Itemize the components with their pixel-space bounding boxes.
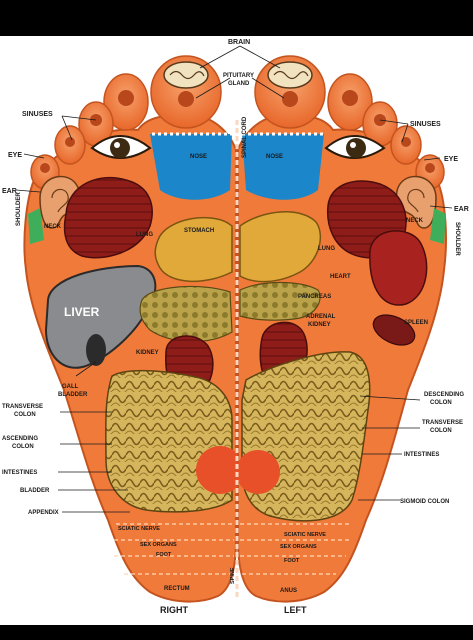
- right-shoulder-zone: [28, 208, 44, 244]
- left-sinus-zone: [242, 134, 324, 200]
- left-toe2-spot: [342, 90, 358, 106]
- right-brain-icon: [163, 61, 209, 89]
- caption-right-foot: RIGHT: [160, 605, 189, 615]
- label-gall-1: GALL: [62, 384, 79, 390]
- label-spine: SPINE: [230, 567, 236, 584]
- label-sex-right: SEX ORGANS: [140, 542, 177, 548]
- label-liver: LIVER: [64, 305, 100, 319]
- label-stomach: STOMACH: [184, 228, 214, 234]
- label-brain: BRAIN: [228, 39, 250, 46]
- label-adrenal-2: KIDNEY: [308, 322, 331, 328]
- label-ear-left: EAR: [454, 206, 469, 213]
- left-brain-icon: [267, 61, 313, 89]
- label-pituitary-1: PITUITARY: [223, 73, 254, 79]
- label-descending-1: DESCENDING: [424, 392, 464, 398]
- label-descending-2: COLON: [430, 400, 452, 406]
- label-sciatic-right: SCIATIC NERVE: [118, 526, 160, 532]
- label-nose-right: NOSE: [190, 154, 207, 160]
- left-pituitary-spot: [282, 91, 298, 107]
- left-spleen-organ: [372, 314, 416, 346]
- right-pituitary-spot: [178, 91, 194, 107]
- label-gall-2: BLADDER: [58, 392, 88, 398]
- label-heart: HEART: [330, 274, 351, 280]
- label-spleen: SPLEEN: [404, 320, 428, 326]
- label-transverse-left-2: COLON: [430, 428, 452, 434]
- right-gallbladder-organ: [86, 334, 106, 366]
- label-adrenal-1: ADRENAL: [306, 314, 336, 320]
- label-pituitary-2: GLAND: [228, 81, 250, 87]
- label-ascending-1: ASCENDING: [2, 436, 38, 442]
- label-nose-left: NOSE: [266, 154, 283, 160]
- right-bladder-zone: [196, 446, 244, 494]
- label-sciatic-left: SCIATIC NERVE: [284, 532, 326, 538]
- left-ear-icon: [396, 175, 437, 229]
- leader-lines: [15, 45, 453, 513]
- label-shoulder-right: SHOULDER: [16, 192, 22, 226]
- label-foot-right: FOOT: [156, 552, 172, 558]
- left-toe5-spot: [425, 163, 435, 173]
- label-lung-left: LUNG: [318, 246, 335, 252]
- label-transverse-left-1: TRANSVERSE: [422, 420, 463, 426]
- left-toe4-spot: [401, 137, 411, 147]
- label-lung-right: LUNG: [136, 232, 153, 238]
- left-foot: [236, 55, 447, 603]
- label-eye-right: EYE: [8, 152, 22, 159]
- label-ear-right: EAR: [2, 188, 17, 195]
- label-foot-left: FOOT: [284, 558, 300, 564]
- left-shoulder-zone: [430, 208, 446, 244]
- caption-left-foot: LEFT: [284, 605, 307, 615]
- label-spinal-cord: SPINAL CORD: [242, 116, 248, 158]
- label-transverse-right-2: COLON: [14, 412, 36, 418]
- left-heart-organ: [369, 230, 428, 306]
- left-eye-icon: [324, 135, 386, 159]
- label-shoulder-left: SHOULDER: [454, 222, 460, 256]
- label-intestines-left: INTESTINES: [404, 452, 439, 458]
- left-intestines-organ: [241, 351, 371, 522]
- label-intestines-right: INTESTINES: [2, 470, 37, 476]
- right-toe4-spot: [65, 137, 75, 147]
- label-ascending-2: COLON: [12, 444, 34, 450]
- label-sex-left: SEX ORGANS: [280, 544, 317, 550]
- right-lung-organ: [63, 176, 153, 259]
- left-bladder-zone: [236, 450, 280, 494]
- right-toe5-spot: [40, 163, 50, 173]
- label-sigmoid: SIGMOID COLON: [400, 499, 449, 505]
- top-black-bar: [0, 0, 473, 36]
- right-toe2-spot: [118, 90, 134, 106]
- right-sinus-zone: [150, 134, 232, 200]
- left-stomach-organ: [239, 211, 322, 283]
- label-appendix: APPENDIX: [28, 510, 59, 516]
- label-transverse-right-1: TRANSVERSE: [2, 404, 43, 410]
- labels: BRAIN PITUITARY GLAND SPINAL CORD SINUSE…: [2, 39, 469, 615]
- left-pancreas-organ: [239, 281, 321, 321]
- label-pancreas: PANCREAS: [298, 294, 331, 300]
- label-anus: ANUS: [280, 588, 297, 594]
- right-foot: [23, 55, 244, 603]
- bottom-black-bar: [0, 625, 473, 640]
- label-kidney: KIDNEY: [136, 350, 159, 356]
- label-neck-right: NECK: [44, 224, 62, 230]
- right-eye-icon: [90, 135, 152, 159]
- label-bladder: BLADDER: [20, 488, 50, 494]
- label-eye-left: EYE: [444, 156, 458, 163]
- label-sinuses-left: SINUSES: [410, 121, 441, 128]
- label-neck-left: NECK: [406, 218, 424, 224]
- label-rectum: RECTUM: [164, 586, 190, 592]
- right-stomach-organ: [154, 216, 233, 282]
- label-sinuses-right: SINUSES: [22, 111, 53, 118]
